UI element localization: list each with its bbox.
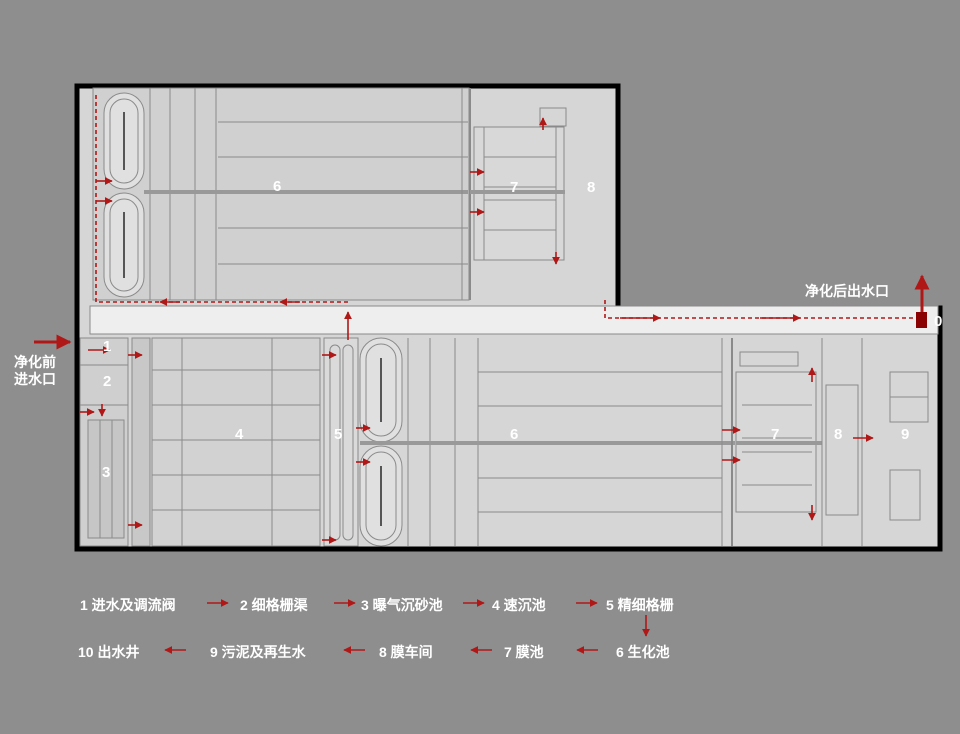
zone-label-1: 1: [103, 338, 112, 355]
legend-item-1: 1 进水及调流阀: [80, 597, 176, 613]
zone-label-4: 4: [235, 426, 244, 443]
zone-label-9: 9: [901, 426, 910, 443]
legend-item-3: 3 曝气沉砂池: [361, 597, 443, 613]
outflow-path: [604, 300, 916, 319]
zone-label-8-top: 8: [587, 179, 596, 196]
legend-item-2: 2 细格栅渠: [240, 597, 308, 613]
zone-label-5: 5: [334, 426, 343, 443]
legend-arrows: [164, 599, 650, 654]
zone-label-7-bottom: 7: [771, 426, 780, 443]
top-block: [92, 87, 567, 301]
legend-item-9: 9 污泥及再生水: [210, 644, 306, 660]
zone-label-6-top: 6: [273, 178, 282, 195]
legend-item-7: 7 膜池: [504, 644, 544, 660]
legend-item-4: 4 速沉池: [492, 597, 546, 613]
zone-label-10: 0: [934, 313, 943, 330]
legend-item-5: 5 精细格栅: [606, 597, 674, 613]
legend-item-10: 10 出水井: [78, 644, 140, 660]
outlet-label: 净化后出水口: [805, 283, 889, 299]
bottom-block: [79, 337, 929, 547]
central-corridor: [89, 305, 939, 335]
legend-item-6: 6 生化池: [616, 644, 670, 660]
inlet-label-line1: 净化前: [14, 354, 56, 370]
inlet-label: 净化前 进水口: [14, 354, 56, 388]
flow-path: [34, 95, 930, 544]
zone-label-8-bottom: 8: [834, 426, 843, 443]
zone-label-3: 3: [102, 464, 111, 481]
zone-label-2: 2: [103, 373, 112, 390]
zone-label-6-bottom: 6: [510, 426, 519, 443]
zone-label-7-top: 7: [510, 179, 519, 196]
return-path-top: [95, 95, 348, 303]
legend-item-8: 8 膜车间: [379, 644, 433, 660]
inlet-label-line2: 进水口: [14, 371, 56, 387]
